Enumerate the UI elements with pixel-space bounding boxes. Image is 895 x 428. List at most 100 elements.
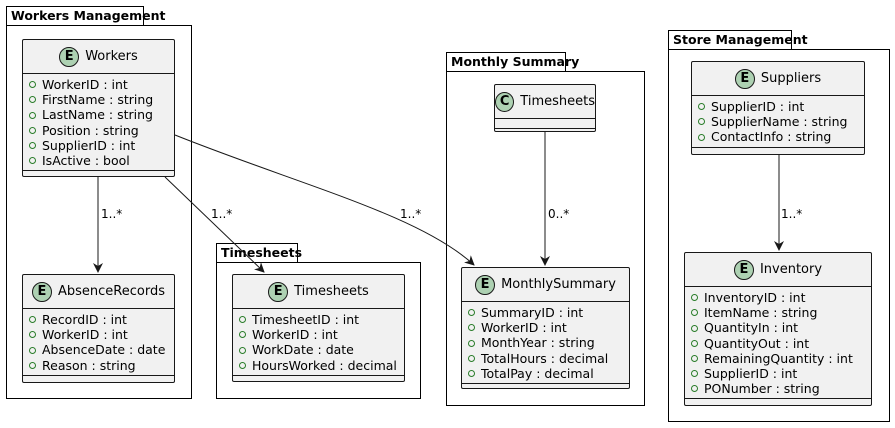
field-row: WorkerID : int: [468, 320, 623, 335]
class-name: Suppliers: [760, 71, 822, 86]
public-field-icon: [29, 141, 36, 149]
field-row: RemainingQuantity : int: [691, 351, 865, 366]
field-row: LastName : string: [29, 107, 168, 122]
public-field-icon: [29, 96, 36, 104]
package-tab-workers-management: Workers Management: [6, 6, 166, 26]
field-row: PONumber : string: [691, 381, 865, 396]
methods-compartment: [23, 170, 174, 179]
multiplicity-label: 1..*: [400, 207, 422, 221]
entity-icon: E: [32, 281, 52, 302]
class-monthly-summary[interactable]: E MonthlySummary SummaryID : int WorkerI…: [461, 267, 630, 389]
field-row: WorkerID : int: [29, 327, 168, 342]
class-header: E Suppliers: [692, 62, 864, 96]
field-row: WorkerID : int: [29, 77, 168, 92]
class-name: AbsenceRecords: [58, 284, 165, 299]
package-tab-store-management: Store Management: [668, 30, 808, 50]
multiplicity-label: 1..*: [781, 207, 803, 221]
public-field-icon: [691, 339, 698, 347]
field-row: TotalPay : decimal: [468, 366, 623, 381]
public-field-icon: [468, 309, 475, 317]
public-field-icon: [29, 346, 36, 354]
field-row: SupplierID : int: [698, 99, 858, 114]
public-field-icon: [468, 354, 475, 362]
public-field-icon: [29, 331, 36, 339]
public-field-icon: [468, 324, 475, 332]
public-field-icon: [698, 118, 705, 126]
methods-compartment: [692, 146, 864, 156]
class-workers[interactable]: E Workers WorkerID : int FirstName : str…: [22, 39, 175, 177]
field-row: SupplierID : int: [29, 138, 168, 153]
class-timesheets-entity[interactable]: E Timesheets TimesheetID : int WorkerID …: [232, 274, 405, 382]
class-icon: C: [495, 91, 515, 112]
entity-icon: E: [475, 274, 496, 295]
field-row: IsActive : bool: [29, 153, 168, 168]
field-row: InventoryID : int: [691, 290, 865, 305]
public-field-icon: [468, 339, 475, 347]
class-header: E MonthlySummary: [462, 268, 629, 302]
field-row: AbsenceDate : date: [29, 342, 168, 357]
class-header: C Timesheets: [495, 85, 595, 119]
entity-icon: E: [268, 281, 289, 302]
edge-workers-timesheets: [164, 176, 265, 273]
field-row: WorkDate : date: [239, 342, 398, 357]
methods-compartment: [233, 374, 404, 384]
class-inventory[interactable]: E Inventory InventoryID : int ItemName :…: [684, 252, 872, 406]
entity-icon: E: [59, 46, 80, 67]
field-row: SupplierID : int: [691, 366, 865, 381]
public-field-icon: [29, 157, 36, 165]
field-row: QuantityIn : int: [691, 320, 865, 335]
public-field-icon: [691, 385, 698, 393]
entity-icon: E: [734, 68, 755, 89]
class-header: E Workers: [23, 40, 174, 74]
public-field-icon: [29, 111, 36, 119]
class-timesheets-class[interactable]: C Timesheets: [494, 84, 596, 132]
package-tab-timesheets: Timesheets: [216, 243, 302, 263]
public-field-icon: [29, 316, 36, 324]
methods-compartment: [23, 374, 174, 384]
field-row: SummaryID : int: [468, 305, 623, 320]
public-field-icon: [691, 294, 698, 302]
multiplicity-label: 1..*: [101, 207, 123, 221]
methods-compartment: [685, 398, 871, 407]
field-row: MonthYear : string: [468, 335, 623, 350]
field-row: SupplierName : string: [698, 114, 858, 129]
public-field-icon: [468, 369, 475, 377]
field-row: HoursWorked : decimal: [239, 358, 398, 373]
field-row: TimesheetID : int: [239, 312, 398, 327]
public-field-icon: [239, 346, 246, 354]
methods-compartment: [462, 383, 629, 392]
multiplicity-label: 1..*: [211, 207, 233, 221]
public-field-icon: [698, 133, 705, 141]
edge-workers-monthly-summary: [174, 134, 475, 266]
package-tab-monthly-summary: Monthly Summary: [446, 52, 579, 72]
class-name: Inventory: [759, 262, 823, 277]
field-row: ItemName : string: [691, 305, 865, 320]
multiplicity-label: 0..*: [548, 207, 570, 221]
public-field-icon: [698, 103, 705, 111]
field-row: Reason : string: [29, 358, 168, 373]
public-field-icon: [691, 324, 698, 332]
public-field-icon: [239, 361, 246, 369]
methods-compartment: [495, 128, 595, 134]
class-suppliers[interactable]: E Suppliers SupplierID : int SupplierNam…: [691, 61, 865, 155]
field-row: Position : string: [29, 123, 168, 138]
field-row: FirstName : string: [29, 92, 168, 107]
field-row: RecordID : int: [29, 312, 168, 327]
field-row: WorkerID : int: [239, 327, 398, 342]
class-header: E Inventory: [685, 253, 871, 287]
public-field-icon: [691, 370, 698, 378]
public-field-icon: [239, 316, 246, 324]
class-header: E AbsenceRecords: [23, 275, 174, 309]
class-name: Timesheets: [294, 284, 369, 299]
public-field-icon: [29, 361, 36, 369]
class-absence-records[interactable]: E AbsenceRecords RecordID : int WorkerID…: [22, 274, 175, 383]
public-field-icon: [29, 81, 36, 89]
class-name: Timesheets: [520, 94, 595, 109]
public-field-icon: [239, 331, 246, 339]
field-row: QuantityOut : int: [691, 336, 865, 351]
class-name: MonthlySummary: [501, 277, 616, 292]
field-row: TotalHours : decimal: [468, 351, 623, 366]
class-name: Workers: [85, 49, 138, 64]
field-row: ContactInfo : string: [698, 129, 858, 144]
